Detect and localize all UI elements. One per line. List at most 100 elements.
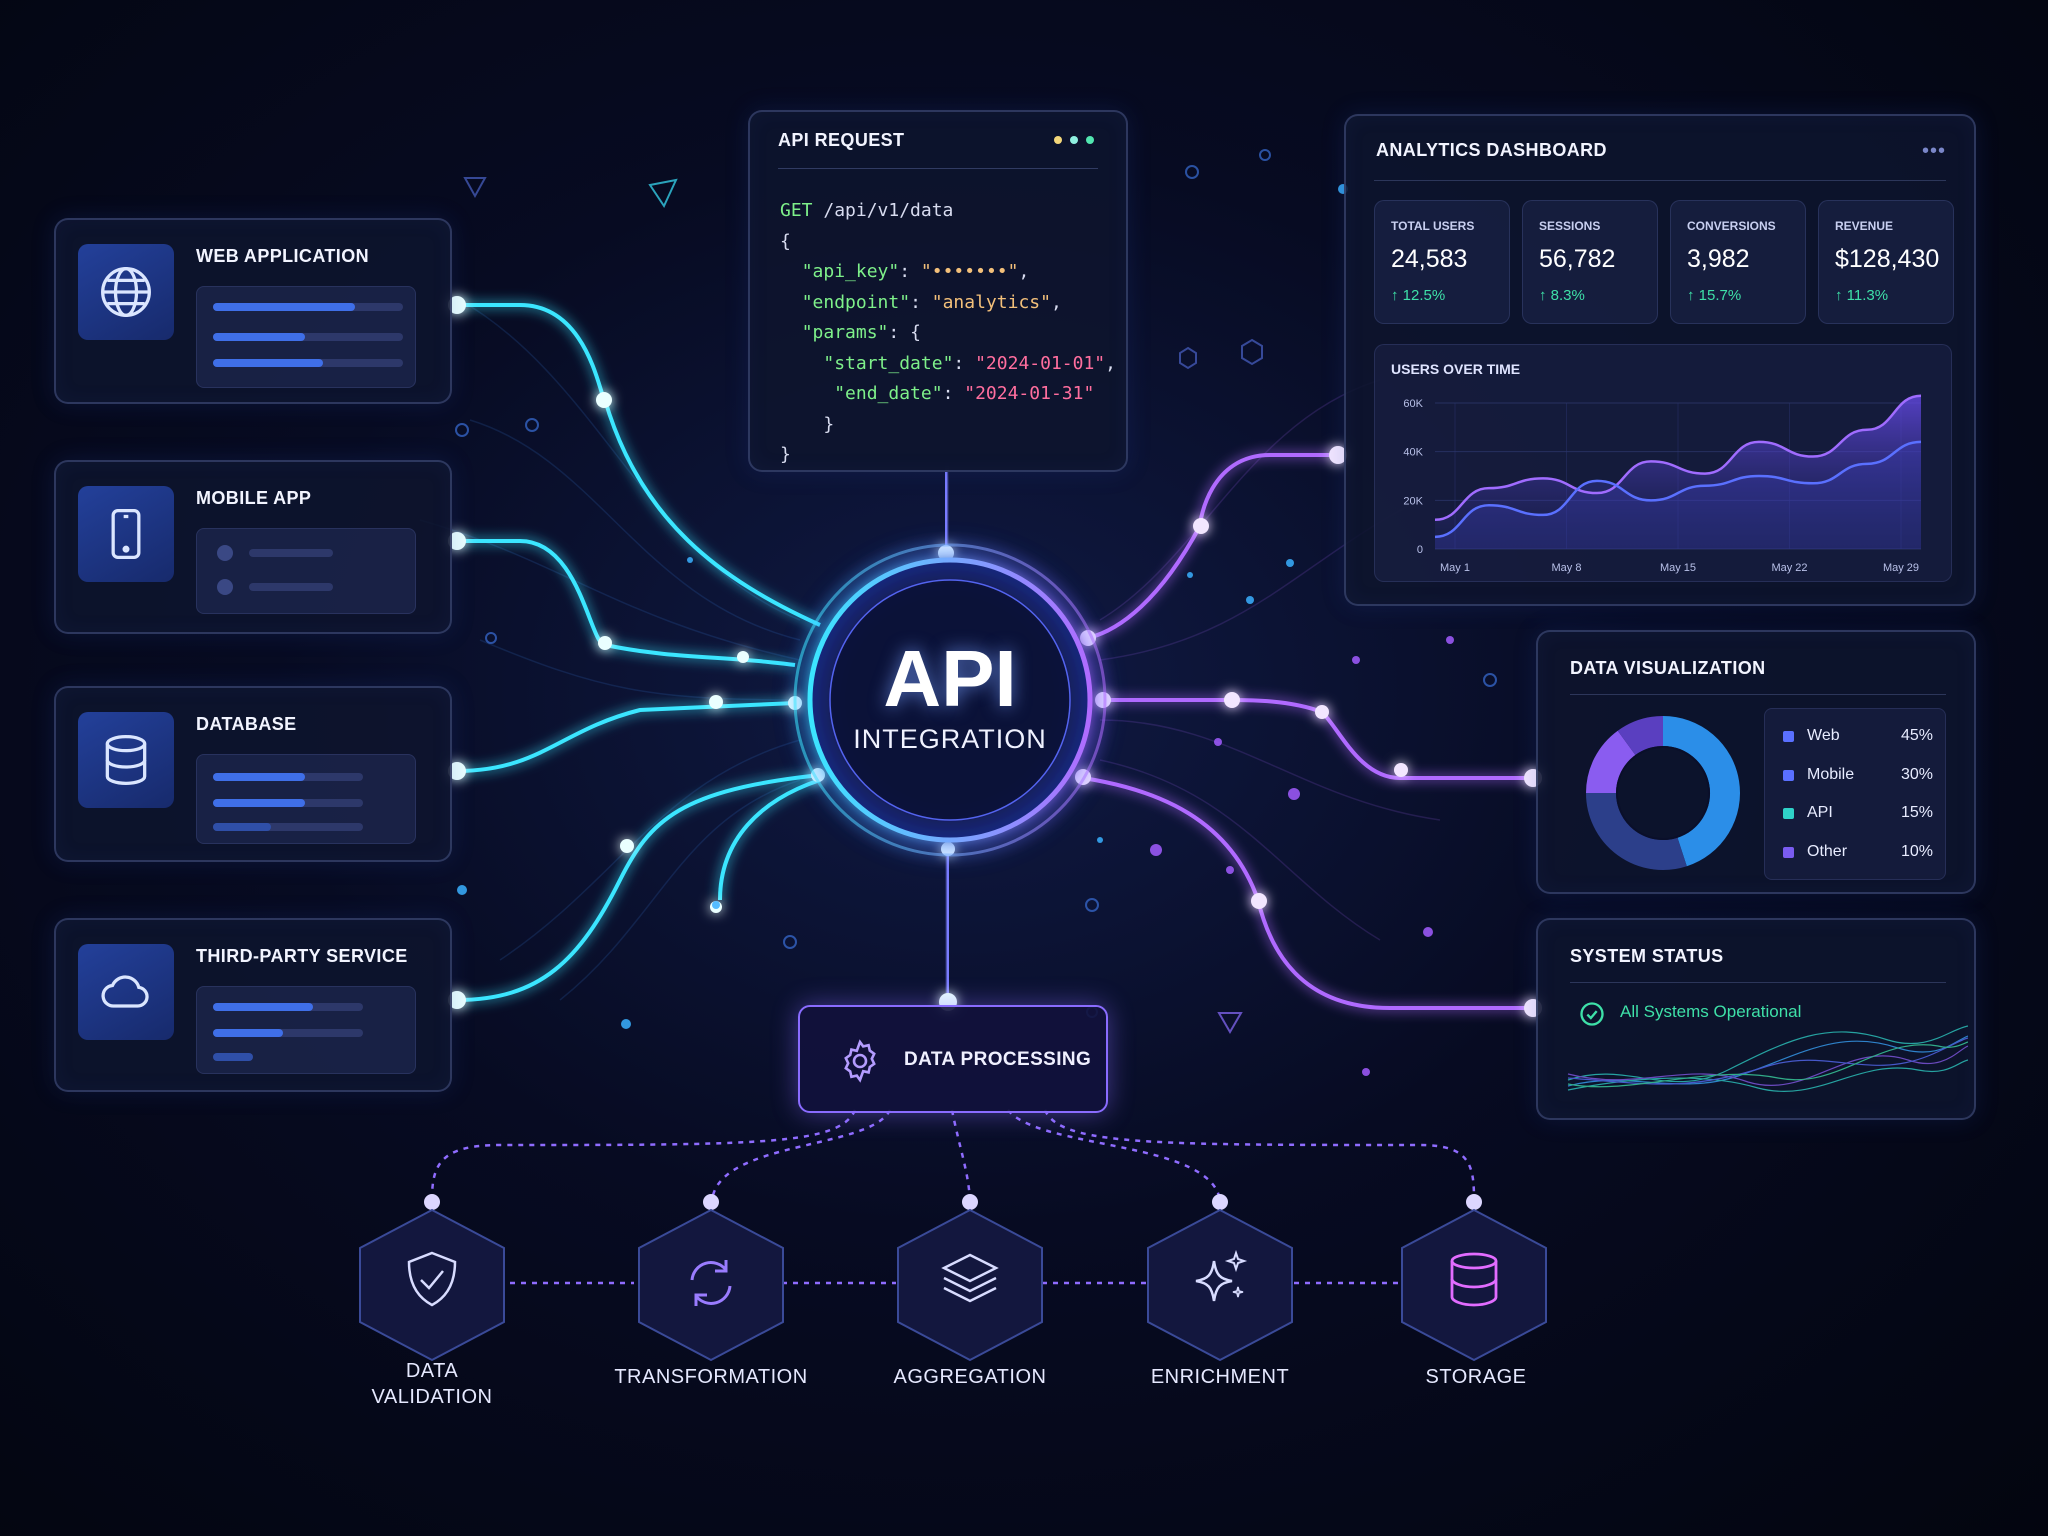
stat-value: 3,982	[1687, 245, 1750, 273]
data-visualization-panel[interactable]: DATA VISUALIZATION Web 45% Mobile 30% API 15%…	[1536, 630, 1976, 894]
hub-subtitle: INTEGRATION	[853, 724, 1047, 754]
system-status-panel[interactable]: SYSTEM STATUS All Systems Operational	[1536, 918, 1976, 1120]
stat-value: 24,583	[1391, 245, 1468, 273]
x-tick-label: May 29	[1883, 562, 1919, 574]
stat-label: TOTAL USERS	[1391, 219, 1475, 233]
smartphone-icon	[111, 509, 141, 559]
window-dots	[1054, 136, 1098, 146]
legend-item-api[interactable]: API 15%	[1783, 802, 1933, 826]
stat-card-sessions[interactable]: SESSIONS 56,782 ↑ 8.3%	[1522, 200, 1658, 324]
step-label-aggregation: AGGREGATION	[893, 1366, 1047, 1388]
stat-change: ↑ 8.3%	[1539, 287, 1585, 304]
status-wave	[1567, 1025, 1968, 1093]
legend-label: Mobile	[1807, 765, 1855, 783]
legend-label: Web	[1807, 727, 1840, 744]
source-title: MOBILE APP	[196, 488, 312, 508]
x-tick-label: May 22	[1771, 562, 1807, 574]
donut-legend: Web 45% Mobile 30% API 15% Other 10%	[1764, 708, 1946, 880]
status-title: SYSTEM STATUS	[1570, 946, 1724, 966]
api-request-panel[interactable]: API REQUEST GET /api/v1/data { "api_key"…	[748, 110, 1128, 472]
legend-label: API	[1807, 804, 1833, 821]
x-tick-label: May 1	[1440, 562, 1470, 574]
stat-label: CONVERSIONS	[1687, 219, 1776, 233]
divider	[1570, 694, 1946, 695]
x-tick-label: May 15	[1660, 562, 1696, 574]
globe-icon	[101, 267, 151, 317]
analytics-title: ANALYTICS DASHBOARD	[1376, 140, 1607, 160]
cloud-icon	[101, 975, 149, 1008]
legend-item-mobile[interactable]: Mobile 30%	[1783, 764, 1933, 788]
legend-value: 30%	[1900, 765, 1933, 783]
x-tick-label: May 8	[1552, 562, 1582, 574]
donut-slice-mobile	[1586, 792, 1687, 870]
dot-yellow	[1054, 136, 1062, 144]
donut-chart	[1586, 716, 1740, 870]
legend-value: 15%	[1900, 804, 1933, 821]
source-panel-database[interactable]: DATABASE	[54, 686, 452, 862]
api-hub[interactable]: API INTEGRATION	[810, 620, 1090, 790]
status-message: All Systems Operational	[1620, 1002, 1802, 1021]
step-label-data-validation: DATA VALIDATION	[371, 1360, 493, 1408]
source-title: DATABASE	[196, 714, 297, 734]
legend-item-web[interactable]: Web 45%	[1783, 725, 1933, 749]
legend-value: 45%	[1900, 727, 1933, 744]
check-circle-icon	[1580, 1002, 1604, 1026]
donut-slice-other	[1617, 716, 1664, 756]
stat-change: ↑ 12.5%	[1391, 287, 1446, 304]
data-processing-box[interactable]: DATA PROCESSING	[798, 1005, 1108, 1113]
y-tick-label: 0	[1417, 544, 1423, 556]
more-icon[interactable]: •••	[1921, 140, 1946, 162]
hex-transformation[interactable]	[638, 1208, 784, 1362]
stat-card-conversions[interactable]: CONVERSIONS 3,982 ↑ 15.7%	[1670, 200, 1806, 324]
legend-value: 10%	[1900, 842, 1933, 860]
request-code: GET /api/v1/data { "api_key": "•••••••",…	[780, 200, 1116, 465]
processing-title: DATA PROCESSING	[904, 1049, 1092, 1070]
y-tick-label: 60K	[1403, 398, 1423, 410]
source-panel-third-party-service[interactable]: THIRD-PARTY SERVICE	[54, 918, 452, 1092]
line-series-2	[1434, 440, 1922, 539]
divider	[1570, 982, 1946, 983]
stat-change: ↑ 15.7%	[1687, 287, 1742, 304]
source-panel-web-application[interactable]: WEB APPLICATION	[54, 218, 452, 404]
stat-label: REVENUE	[1835, 219, 1894, 233]
analytics-dashboard-panel[interactable]: ANALYTICS DASHBOARD ••• TOTAL USERS 24,5…	[1344, 114, 1976, 606]
stat-value: $128,430	[1835, 245, 1940, 273]
divider	[1374, 180, 1946, 181]
stat-card-revenue[interactable]: REVENUE $128,430 ↑ 11.3%	[1818, 200, 1954, 324]
legend-swatch	[1783, 808, 1794, 819]
stat-value: 56,782	[1539, 245, 1616, 273]
legend-item-other[interactable]: Other 10%	[1783, 841, 1933, 865]
visualization-title: DATA VISUALIZATION	[1570, 658, 1766, 678]
stat-label: SESSIONS	[1539, 219, 1601, 233]
step-label-storage: STORAGE	[1425, 1366, 1527, 1388]
source-title: THIRD-PARTY SERVICE	[196, 946, 408, 966]
api-request-title: API REQUEST	[778, 130, 905, 150]
chart-title: USERS OVER TIME	[1391, 361, 1521, 377]
legend-swatch	[1783, 846, 1794, 858]
database-icon	[105, 735, 147, 785]
y-tick-label: 40K	[1403, 447, 1423, 459]
step-label-transformation: TRANSFORMATION	[614, 1366, 808, 1388]
source-panel-mobile-app[interactable]: MOBILE APP	[54, 460, 452, 634]
y-tick-label: 20K	[1403, 495, 1423, 507]
legend-label: Other	[1807, 842, 1848, 860]
stat-card-total-users[interactable]: TOTAL USERS 24,583 ↑ 12.5%	[1374, 200, 1510, 324]
line-series-1	[1434, 394, 1922, 522]
users-area-chart: 0 20K 40K 60K May 1 May 8 May 15 May 22 May 29	[1403, 394, 1922, 574]
dot-green	[1086, 136, 1094, 144]
area-fill-series-2	[1435, 441, 1921, 549]
users-over-time-card[interactable]: USERS OVER TIME 0 20K 40K 60K May 1 May 8 May …	[1374, 344, 1952, 582]
donut-slice-api	[1586, 730, 1636, 794]
donut-slice-web	[1662, 716, 1740, 867]
hub-title: API	[883, 634, 1017, 723]
donut-inner-ring	[1616, 746, 1710, 840]
divider	[778, 168, 1098, 169]
legend-swatch	[1783, 769, 1794, 781]
dot-teal	[1070, 136, 1078, 144]
gear-icon	[844, 1039, 876, 1083]
source-title: WEB APPLICATION	[196, 246, 369, 266]
step-label-enrichment: ENRICHMENT	[1150, 1366, 1290, 1388]
stat-change: ↑ 11.3%	[1835, 287, 1889, 304]
legend-swatch	[1783, 731, 1794, 742]
